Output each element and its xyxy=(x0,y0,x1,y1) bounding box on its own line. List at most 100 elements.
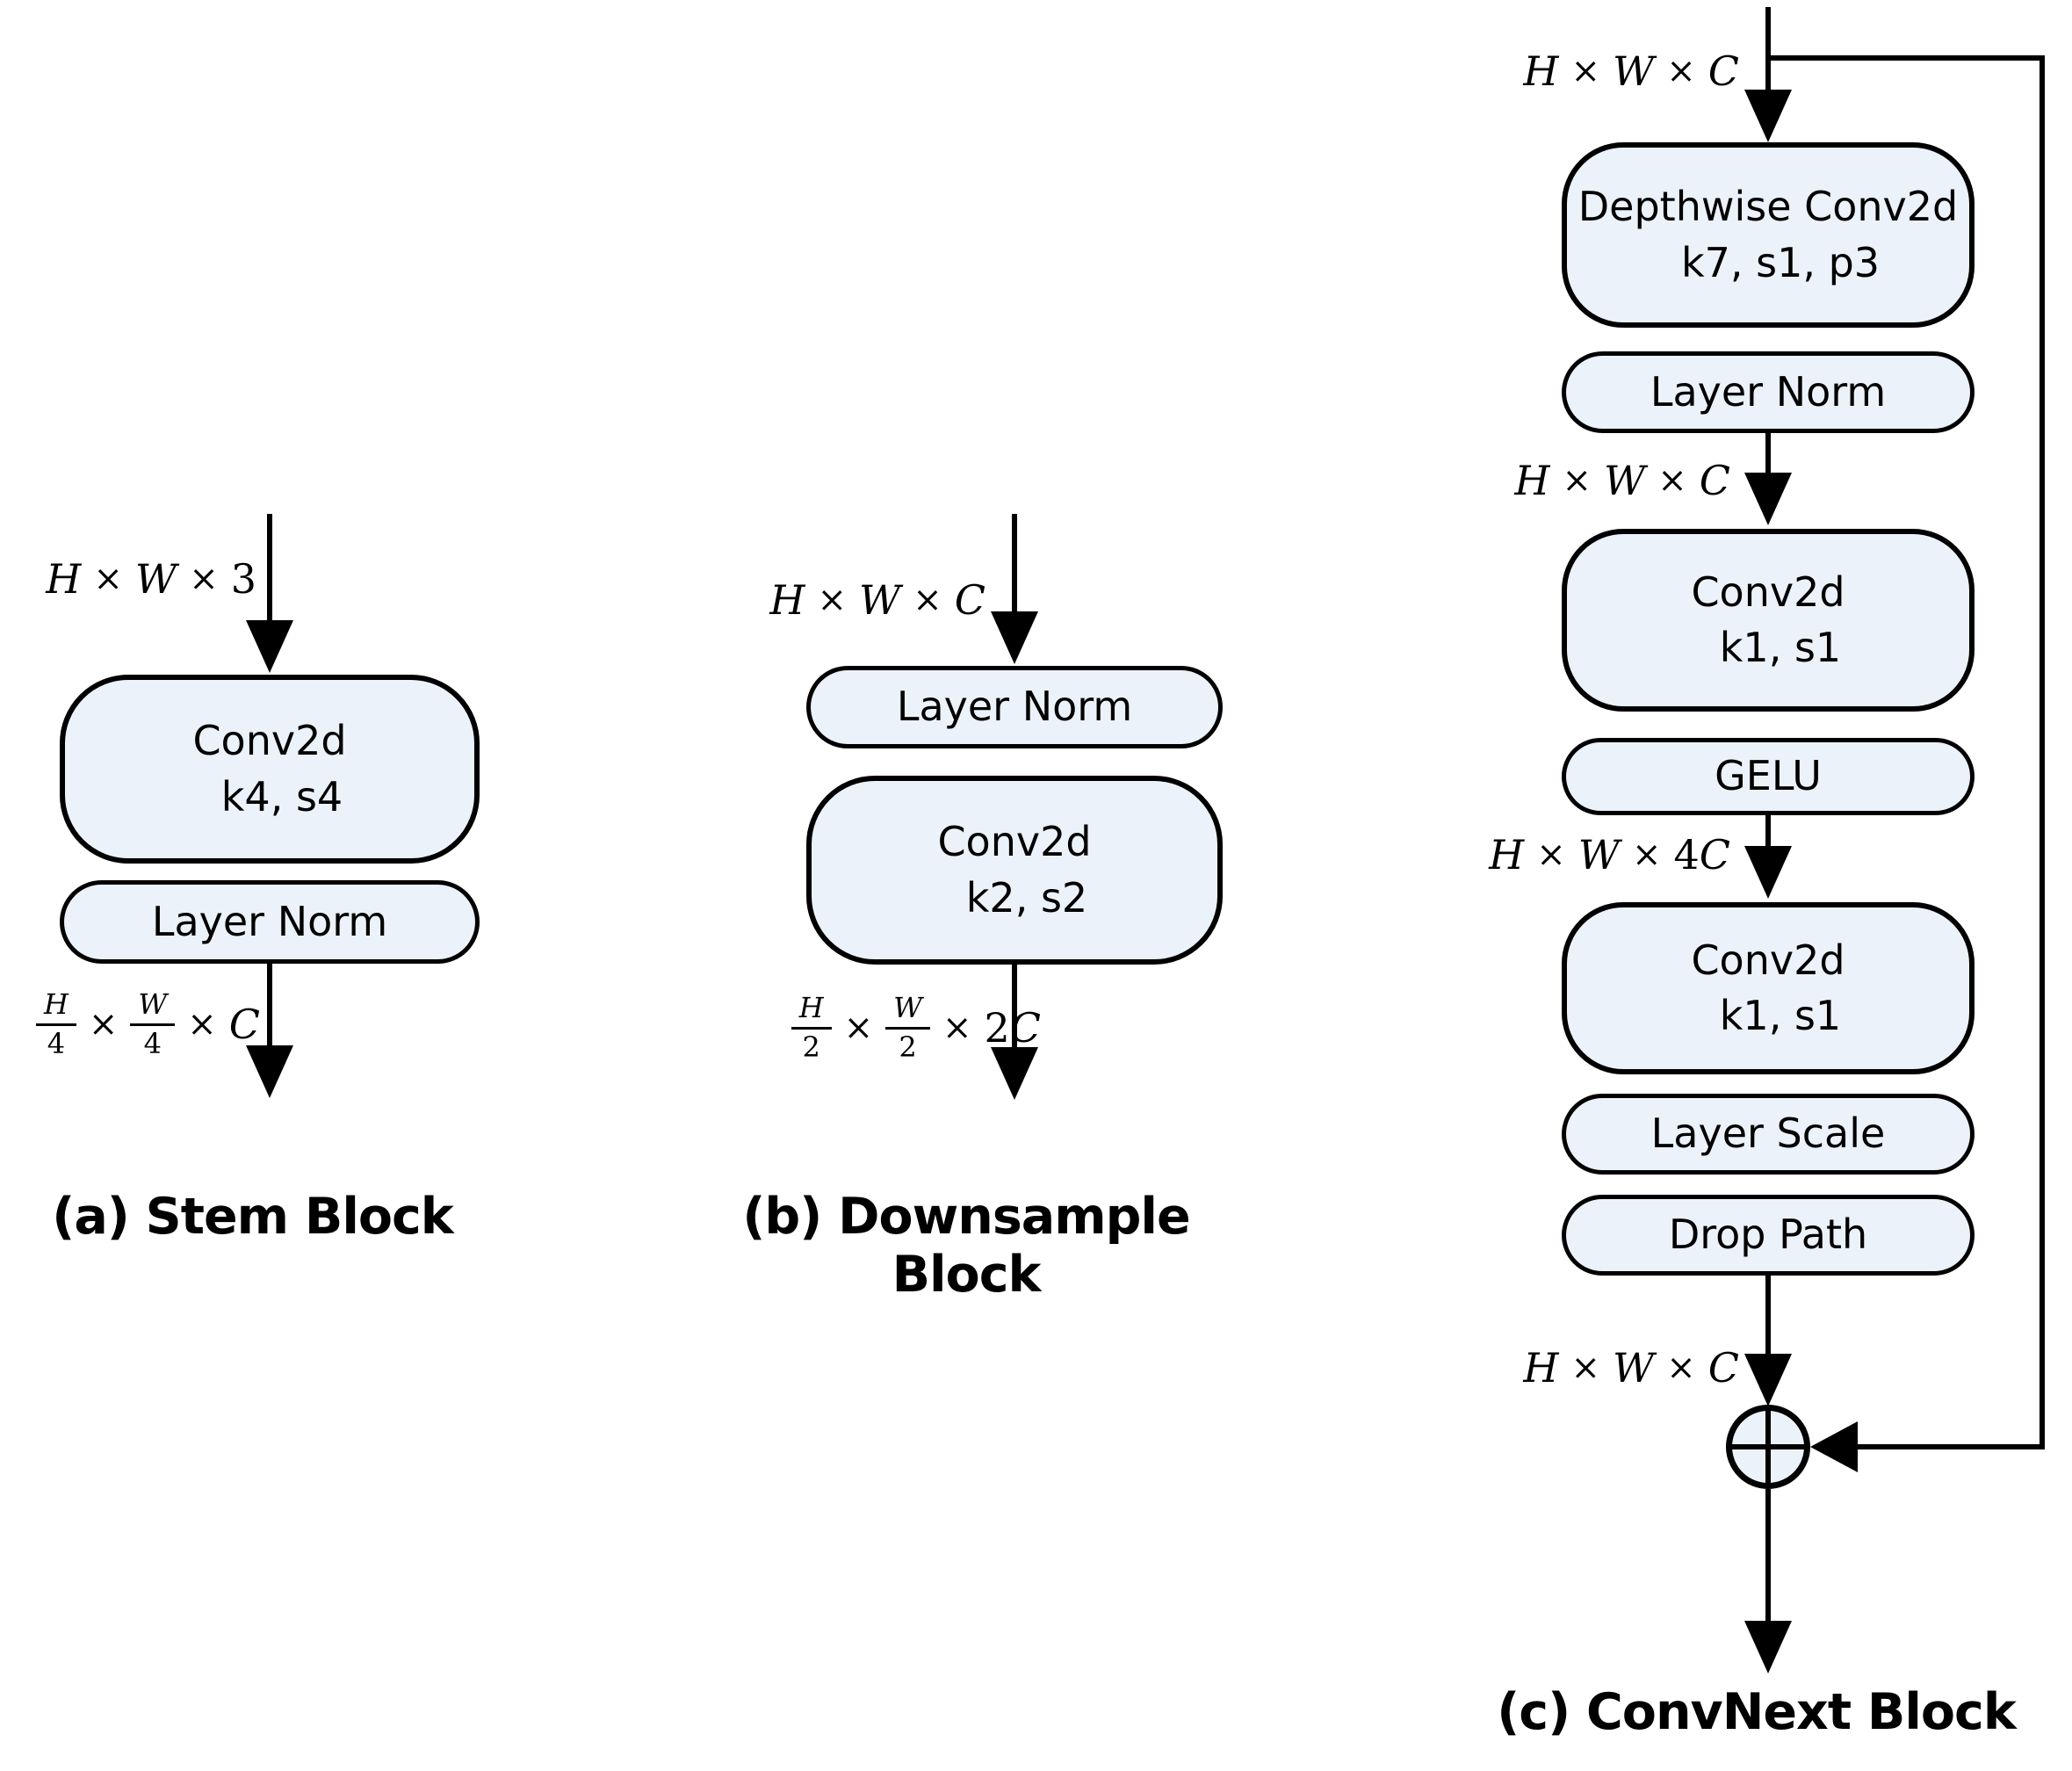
node-label-line2: k2, s2 xyxy=(965,873,1088,922)
dim-c-num: 4 xyxy=(1673,831,1700,878)
node-label-line1: Conv2d xyxy=(937,818,1092,866)
node-label: Layer Scale xyxy=(1650,1110,1886,1158)
node-label-line2: k1, s1 xyxy=(1719,992,1842,1039)
times-operator: × xyxy=(1632,835,1662,875)
downsample-output-arrowhead-icon xyxy=(991,1047,1038,1100)
residual-skip-bottom-line xyxy=(1855,1444,2042,1449)
times-operator: × xyxy=(88,1004,119,1045)
stem-conv2d-node: Conv2d k4, s4 xyxy=(60,675,480,864)
node-label: Layer Norm xyxy=(1650,367,1887,416)
dim-w: W xyxy=(1577,831,1620,878)
dim-w: W xyxy=(1613,47,1655,95)
convnext-conv2d-node-1: Conv2d k1, s1 xyxy=(1562,529,1975,712)
convnext-arrowhead-icon-3 xyxy=(1744,1354,1792,1406)
times-operator: × xyxy=(942,1008,972,1048)
node-label-line1: Conv2d xyxy=(192,717,347,765)
node-label-line2: k1, s1 xyxy=(1719,624,1842,671)
dim-h: H xyxy=(769,576,805,624)
dim-c-var: C xyxy=(1707,1344,1739,1392)
dim-c-var: C xyxy=(228,1001,260,1048)
residual-skip-vertical-line xyxy=(2040,55,2045,1449)
stem-output-arrowhead-icon xyxy=(246,1045,293,1098)
stem-layernorm-node: Layer Norm xyxy=(60,880,480,964)
node-label: Drop Path xyxy=(1668,1211,1868,1259)
dim-c-var: C xyxy=(1009,1004,1041,1052)
downsample-conv2d-node: Conv2d k2, s2 xyxy=(806,776,1223,965)
convnext-arrowhead-icon-2 xyxy=(1744,846,1792,899)
dim-c-var: C xyxy=(954,576,985,624)
plus-icon-horizontal-bar xyxy=(1730,1444,1806,1449)
convnext-layerscale-node: Layer Scale xyxy=(1562,1094,1975,1175)
downsample-output-arrow-line xyxy=(1012,965,1017,1049)
convnext-mid-dims-label-1: H × W × C xyxy=(1476,453,1730,508)
times-operator: × xyxy=(843,1008,874,1048)
downsample-layernorm-node: Layer Norm xyxy=(806,666,1223,748)
node-label: GELU xyxy=(1715,752,1822,800)
convnext-gelu-node: GELU xyxy=(1562,738,1975,815)
dim-h: H xyxy=(1514,457,1550,504)
dim-c-var: C xyxy=(1699,831,1730,878)
downsample-input-arrow-line xyxy=(1012,514,1017,612)
convnext-block-caption: (c) ConvNext Block xyxy=(1497,1683,2017,1741)
times-operator: × xyxy=(1666,1348,1696,1388)
dim-w: W xyxy=(134,555,177,603)
dim-w: W xyxy=(1613,1344,1655,1392)
node-label-line1: Conv2d xyxy=(1691,567,1845,616)
times-operator: × xyxy=(817,580,847,620)
node-label: Layer Norm xyxy=(896,683,1133,731)
dim-h: H xyxy=(46,555,82,603)
times-operator: × xyxy=(913,580,942,620)
dim-c-var: C xyxy=(1699,457,1730,504)
times-operator: × xyxy=(189,559,219,599)
times-operator: × xyxy=(1666,51,1696,91)
convnext-output-dims-label: H × W × C xyxy=(1484,1341,1739,1395)
residual-skip-arrowhead-icon xyxy=(1810,1421,1858,1472)
residual-skip-top-line xyxy=(1768,55,2045,61)
node-label-line1: Depthwise Conv2d xyxy=(1577,183,1959,231)
convnext-arrow-line-1 xyxy=(1765,433,1771,475)
times-operator: × xyxy=(1562,460,1592,501)
dim-w: W xyxy=(1604,457,1646,504)
convnext-input-dims-label: H × W × C xyxy=(1484,44,1739,98)
dim-h: H xyxy=(1523,1344,1559,1392)
dim-w: W xyxy=(859,576,901,624)
convnext-output-arrowhead-icon xyxy=(1744,1621,1792,1673)
convnext-dwconv-node: Depthwise Conv2d k7, s1, p3 xyxy=(1562,142,1975,328)
times-operator: × xyxy=(1657,460,1687,501)
stem-block-caption: (a) Stem Block xyxy=(52,1188,453,1246)
plus-icon xyxy=(1730,1409,1806,1485)
stem-input-arrow-line xyxy=(267,514,272,623)
convnext-droppath-node: Drop Path xyxy=(1562,1195,1975,1276)
stem-output-arrow-line xyxy=(267,964,272,1047)
downsample-block-caption: (b) Downsample Block xyxy=(742,1188,1190,1304)
downsample-input-dims-label: H × W × C xyxy=(738,573,985,627)
node-label-line2: k4, s4 xyxy=(220,772,343,820)
residual-add-node xyxy=(1726,1405,1810,1489)
stem-input-arrowhead-icon xyxy=(246,620,293,673)
times-operator: × xyxy=(1536,835,1566,875)
times-operator: × xyxy=(1570,51,1600,91)
convnext-arrowhead-icon-1 xyxy=(1744,473,1792,525)
node-label: Layer Norm xyxy=(151,897,388,945)
convnext-input-arrow-line xyxy=(1765,7,1771,95)
times-operator: × xyxy=(93,559,123,599)
dim-c-num: 2 xyxy=(984,1004,1010,1052)
convnext-input-arrowhead-icon xyxy=(1744,90,1792,142)
dim-h: H xyxy=(1489,831,1525,878)
dim-h: H xyxy=(1523,47,1559,95)
dim-c-num: 3 xyxy=(230,555,256,603)
times-operator: × xyxy=(187,1004,217,1045)
convnext-mid-dims-label-2: H × W × 4 C xyxy=(1449,828,1730,882)
downsample-input-arrowhead-icon xyxy=(991,611,1038,664)
convnext-layernorm-node: Layer Norm xyxy=(1562,351,1975,433)
convnext-arrow-line-2 xyxy=(1765,815,1771,849)
times-operator: × xyxy=(1570,1348,1600,1388)
stem-input-dims-label: H × W × 3 xyxy=(9,552,256,606)
